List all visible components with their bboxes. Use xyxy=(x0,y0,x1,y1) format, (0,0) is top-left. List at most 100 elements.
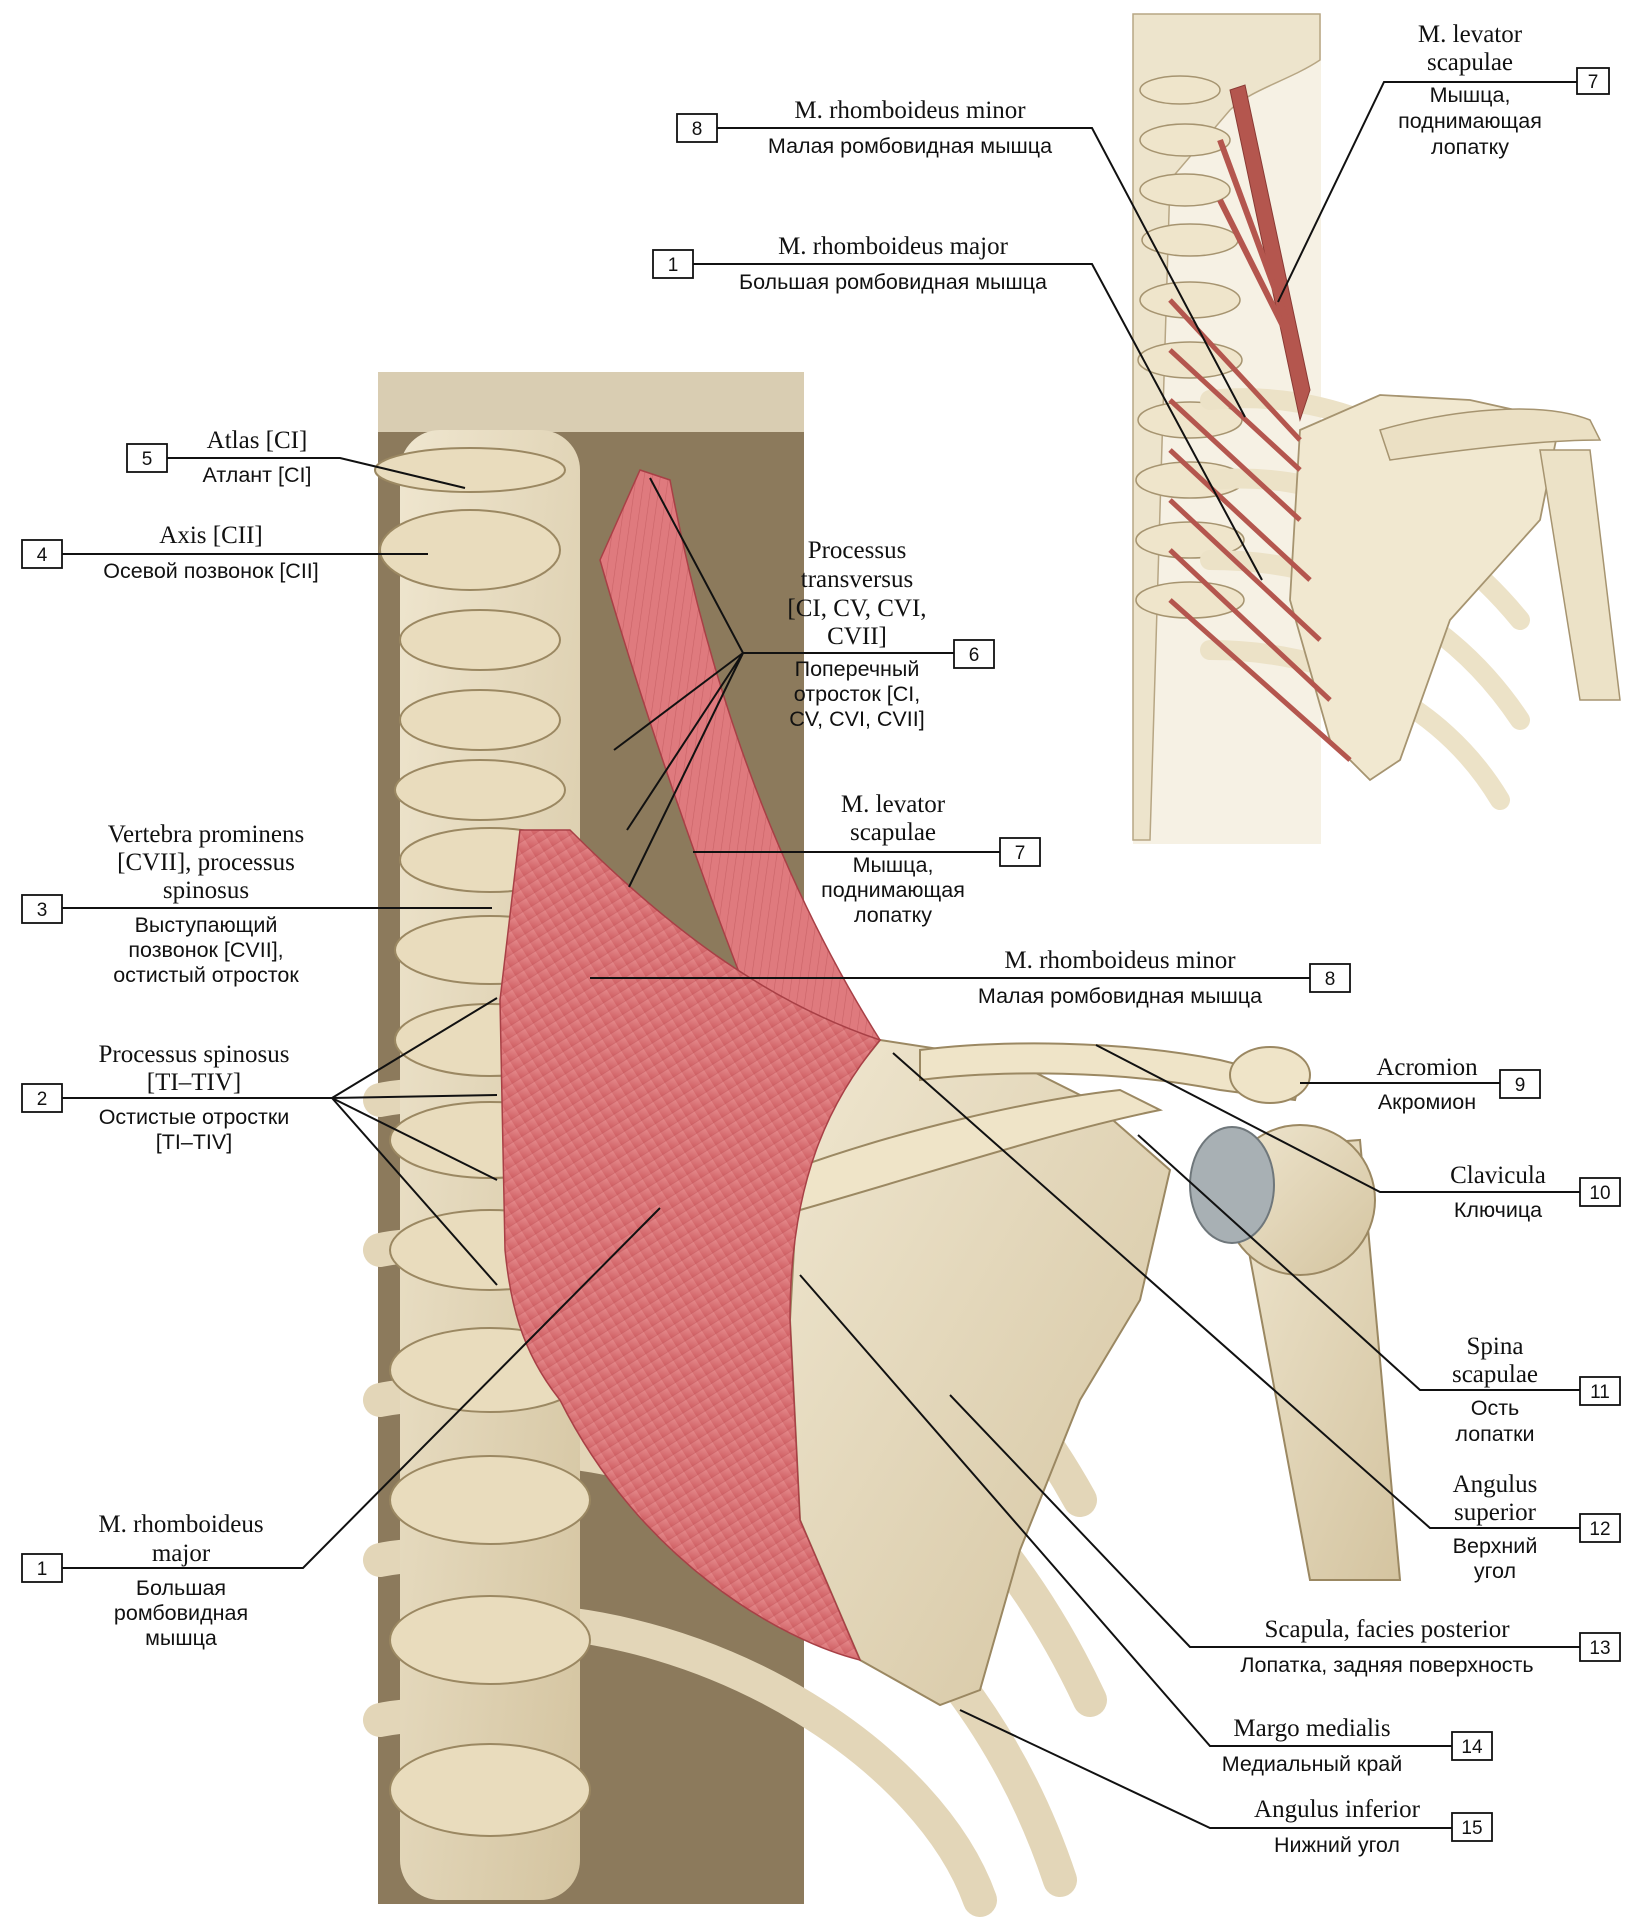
label-levator-scapulae: M. levator scapulae Мышца, поднимающая л… xyxy=(693,791,1041,927)
svg-text:Мышца,: Мышца, xyxy=(1430,83,1511,107)
svg-text:Остистые отростки: Остистые отростки xyxy=(99,1105,290,1129)
svg-text:[CI, CV, CVI,: [CI, CV, CVI, xyxy=(787,595,926,622)
svg-text:8: 8 xyxy=(692,119,703,140)
svg-text:[TI–TIV]: [TI–TIV] xyxy=(147,1069,241,1096)
glenoid-cartilage xyxy=(1189,1126,1275,1244)
svg-text:15: 15 xyxy=(1461,1818,1482,1839)
label-margo-medialis: Margo medialis Медиальный край 14 xyxy=(799,1274,1493,1776)
svg-text:scapulae: scapulae xyxy=(1452,1361,1538,1388)
svg-text:Processus spinosus: Processus spinosus xyxy=(99,1041,290,1068)
svg-text:позвонок [CVII],: позвонок [CVII], xyxy=(128,938,283,962)
svg-text:Acromion: Acromion xyxy=(1376,1054,1478,1081)
svg-text:major: major xyxy=(152,1540,211,1567)
svg-text:отросток [CI,: отросток [CI, xyxy=(794,682,920,706)
svg-text:Верхний: Верхний xyxy=(1453,1534,1538,1558)
label-atlas: 5 Atlas [CI] Атлант [CI] xyxy=(126,427,466,489)
svg-text:Осевой позвонок [CII]: Осевой позвонок [CII] xyxy=(103,559,319,583)
svg-text:[CVII], processus: [CVII], processus xyxy=(117,849,295,876)
svg-text:ромбовидная: ромбовидная xyxy=(114,1601,248,1625)
skull-base xyxy=(378,372,804,432)
label-clavicula: Clavicula Ключица 10 xyxy=(1095,1044,1621,1222)
main-illustration xyxy=(363,372,1402,1917)
svg-text:Поперечный: Поперечный xyxy=(795,657,920,681)
svg-text:1: 1 xyxy=(37,1559,48,1580)
humerus xyxy=(1189,1124,1402,1581)
scapular-spine xyxy=(788,1088,1164,1212)
svg-text:Лопатка, задняя поверхность: Лопатка, задняя поверхность xyxy=(1240,1653,1533,1677)
label-spina-scapulae: Spina scapulae Ость лопатки 11 xyxy=(1137,1134,1621,1446)
label-axis: 4 Axis [CII] Осевой позвонок [CII] xyxy=(21,522,428,583)
svg-text:6: 6 xyxy=(969,645,980,666)
svg-text:поднимающая: поднимающая xyxy=(1398,109,1542,133)
svg-text:7: 7 xyxy=(1015,843,1026,864)
svg-text:Processus: Processus xyxy=(808,537,907,564)
svg-text:мышца: мышца xyxy=(145,1626,217,1650)
svg-text:Margo medialis: Margo medialis xyxy=(1233,1715,1390,1742)
svg-text:Angulus inferior: Angulus inferior xyxy=(1254,1796,1421,1823)
svg-text:3: 3 xyxy=(37,900,48,921)
svg-text:M. rhomboideus: M. rhomboideus xyxy=(98,1511,263,1538)
svg-text:Atlas [CI]: Atlas [CI] xyxy=(207,427,308,454)
svg-text:Spina: Spina xyxy=(1467,1333,1524,1360)
svg-text:Scapula, facies posterior: Scapula, facies posterior xyxy=(1264,1616,1510,1643)
svg-text:1: 1 xyxy=(668,255,679,276)
svg-text:5: 5 xyxy=(142,449,153,470)
svg-text:поднимающая: поднимающая xyxy=(821,878,965,902)
svg-text:2: 2 xyxy=(37,1089,48,1110)
rhomboid-muscles xyxy=(499,829,882,1662)
svg-text:M. rhomboideus major: M. rhomboideus major xyxy=(778,233,1009,260)
label-angulus-superior: Angulus superior Верхний угол 12 xyxy=(892,1052,1621,1583)
svg-text:10: 10 xyxy=(1589,1183,1610,1204)
label-acromion: Acromion Акромион 9 xyxy=(1300,1054,1541,1114)
svg-text:14: 14 xyxy=(1461,1737,1483,1758)
acromion xyxy=(1229,1046,1311,1104)
svg-text:Медиальный край: Медиальный край xyxy=(1222,1752,1403,1776)
inset-illustration xyxy=(1132,13,1621,844)
label-scapula-facies-posterior: Scapula, facies posterior Лопатка, задня… xyxy=(949,1394,1621,1677)
svg-text:13: 13 xyxy=(1589,1638,1610,1659)
svg-text:9: 9 xyxy=(1515,1075,1526,1096)
svg-text:Атлант [CI]: Атлант [CI] xyxy=(203,463,312,487)
label-inset-levator-scapulae: M. levator scapulae Мышца, поднимающая л… xyxy=(1277,21,1610,303)
svg-text:M. rhomboideus minor: M. rhomboideus minor xyxy=(1004,947,1236,974)
svg-text:Axis [CII]: Axis [CII] xyxy=(159,522,262,549)
svg-text:12: 12 xyxy=(1589,1519,1610,1540)
svg-text:transversus: transversus xyxy=(801,566,913,593)
svg-text:угол: угол xyxy=(1474,1559,1516,1583)
svg-text:Мышца,: Мышца, xyxy=(853,853,934,877)
clavicle xyxy=(919,1042,1302,1102)
svg-text:Акромион: Акромион xyxy=(1378,1090,1476,1114)
svg-text:лопатку: лопатку xyxy=(1431,135,1509,159)
svg-text:scapulae: scapulae xyxy=(1427,49,1513,76)
vertebral-column xyxy=(374,430,591,1900)
svg-text:Clavicula: Clavicula xyxy=(1450,1162,1546,1189)
svg-text:superior: superior xyxy=(1454,1499,1537,1526)
svg-text:M. levator: M. levator xyxy=(841,791,946,818)
inset-humerus xyxy=(1539,449,1621,701)
label-vertebra-prominens: Vertebra prominens [CVII], processus spi… xyxy=(21,821,492,987)
label-inset-rhomboideus-major: 1 M. rhomboideus major Большая ромбовидн… xyxy=(652,233,1263,581)
label-inset-rhomboideus-minor: 8 M. rhomboideus minor Малая ромбовидная… xyxy=(676,97,1246,418)
svg-text:7: 7 xyxy=(1588,72,1599,93)
label-rhomboideus-minor: M. rhomboideus minor Малая ромбовидная м… xyxy=(590,947,1351,1008)
svg-text:11: 11 xyxy=(1590,1382,1610,1403)
svg-text:Нижний угол: Нижний угол xyxy=(1274,1833,1400,1857)
labels: M. levator scapulae Мышца, поднимающая л… xyxy=(21,21,1621,1857)
svg-text:лопатку: лопатку xyxy=(854,903,932,927)
svg-text:[TI–TIV]: [TI–TIV] xyxy=(156,1130,232,1154)
svg-text:scapulae: scapulae xyxy=(850,819,936,846)
svg-text:8: 8 xyxy=(1325,969,1336,990)
inset-rhomboids xyxy=(1168,298,1352,762)
svg-text:Малая ромбовидная мышца: Малая ромбовидная мышца xyxy=(768,134,1052,158)
label-rhomboideus-major: M. rhomboideus major Большая ромбовидная… xyxy=(21,1207,661,1650)
label-processus-transversus: Processus transversus [CI, CV, CVI, CVII… xyxy=(613,477,995,888)
label-angulus-inferior: Angulus inferior Нижний угол 15 xyxy=(959,1709,1493,1857)
svg-text:M. rhomboideus minor: M. rhomboideus minor xyxy=(794,97,1026,124)
svg-text:Выступающий: Выступающий xyxy=(135,913,278,937)
svg-text:spinosus: spinosus xyxy=(163,877,249,904)
svg-text:Angulus: Angulus xyxy=(1453,1471,1538,1498)
svg-text:CV, CVI, CVII]: CV, CVI, CVII] xyxy=(789,707,924,731)
svg-text:CVII]: CVII] xyxy=(827,623,887,650)
svg-text:Малая ромбовидная мышца: Малая ромбовидная мышца xyxy=(978,984,1262,1008)
